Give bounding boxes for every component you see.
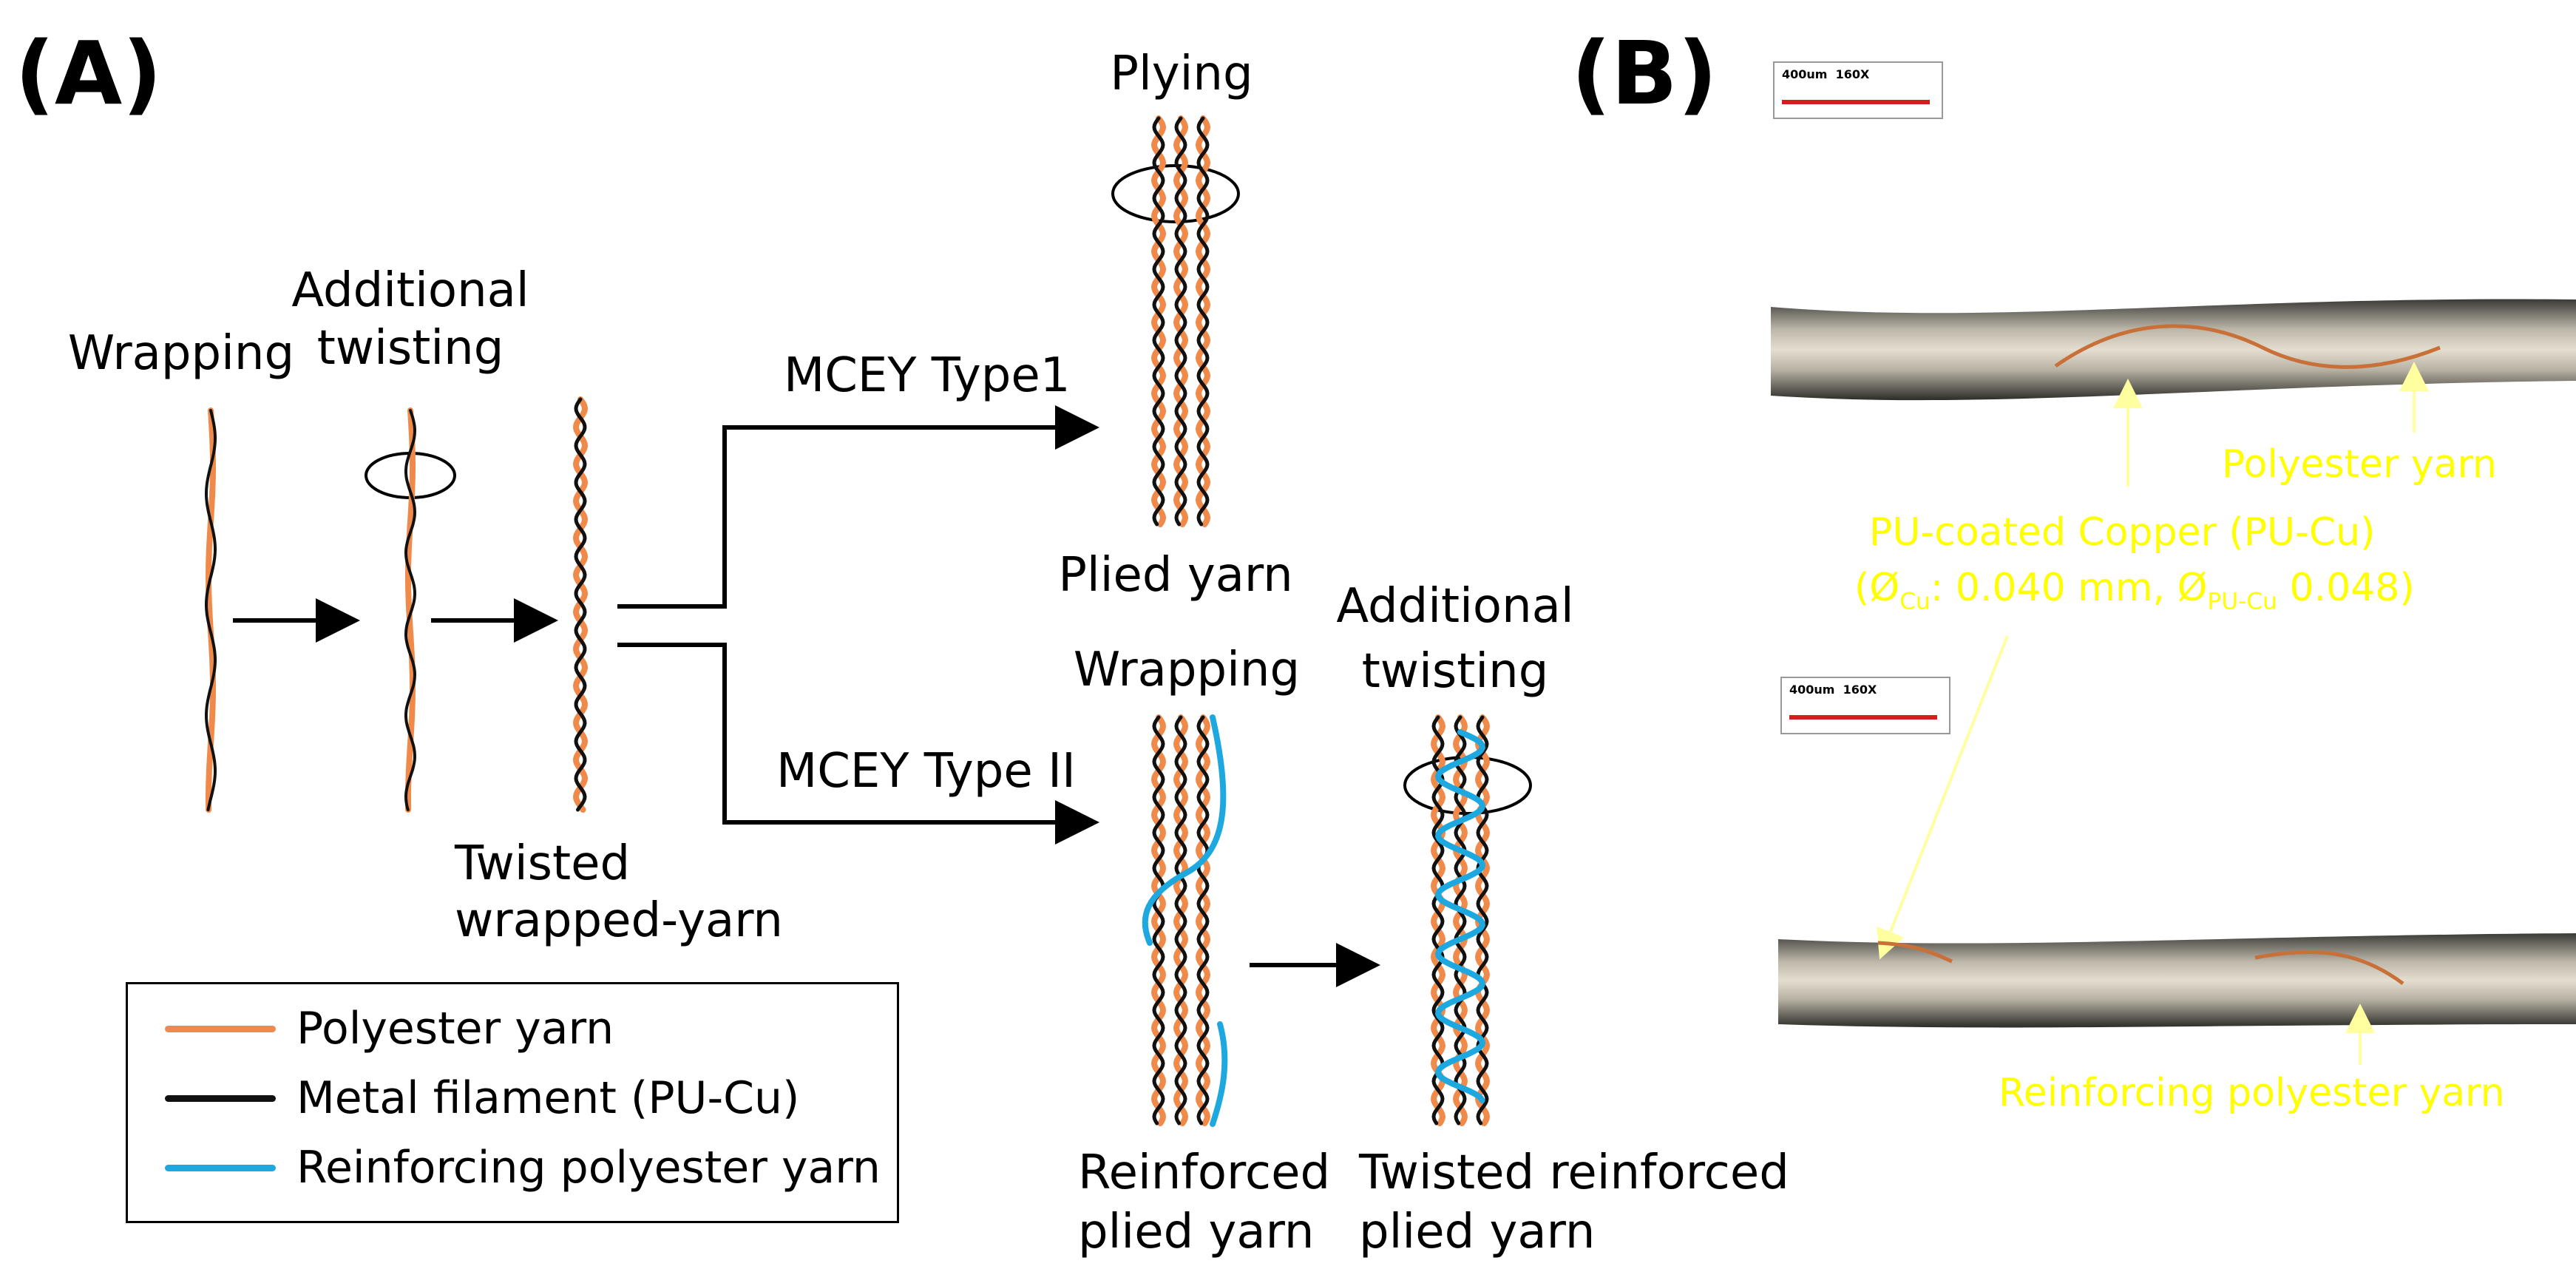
reinforcing-yarn-straight [1142,714,1228,1127]
label-twisted-reinforced-1: Twisted reinforced [1359,1145,1789,1200]
label-plied-yarn: Plied yarn [1058,548,1293,603]
reinforced-strand-1-metal [1174,715,1187,1126]
label-pu-coated-copper: PU-coated Copper (PU-Cu) [1869,510,2376,555]
photo2-title: MCEY Type II [2037,706,2308,757]
legend-swatch-metal [165,1094,276,1102]
legend-label: Metal filament (PU-Cu) [296,1072,800,1124]
label-reinforced-2: plied yarn [1078,1205,1315,1259]
label-twisted-1: Twisted [455,836,631,891]
legend-swatch-polyester [165,1025,276,1032]
label-twisted-reinforced-2: plied yarn [1359,1205,1596,1259]
label-twisted-2: wrapped-yarn [455,893,783,948]
rotation-arrow-icon [1403,756,1532,815]
label-wrapping-2: Wrapping [1073,643,1301,697]
scale-bar-text: 400um 160X [1782,67,1870,81]
legend-label: Polyester yarn [296,1003,614,1055]
rotation-icons [365,164,1532,815]
twisted-wrapped-yarn-polyester [572,396,589,813]
label-additional-2: twisting [316,321,504,376]
legend-label: Reinforcing polyester yarn [296,1142,881,1194]
legend-item-reinforcing: Reinforcing polyester yarn [165,1142,881,1194]
label-diameters: (ØCu: 0.040 mm, ØPU-Cu 0.048) [1854,566,2415,615]
branch-line-type2 [617,643,1099,845]
photo-type2 [1778,674,2576,1286]
wrapped-yarn-metal [205,409,217,811]
plied-strand-2-metal [1196,116,1210,527]
twisting-yarn-metal [404,409,417,811]
yarn-illustrations [205,115,1491,1127]
twisting-yarn-polyester [405,407,416,813]
scale-bar-1: 400um 160X [1773,61,1943,119]
label-additional-2b: twisting [1361,644,1549,699]
label-wrapping: Wrapping [67,326,295,381]
scale-bar-line [1789,715,1937,720]
twisted-reinforced-strand-0-metal [1431,715,1445,1126]
photo-type1 [1771,59,2576,643]
twisted-wrapped-yarn-metal [574,397,587,812]
legend-item-metal: Metal filament (PU-Cu) [165,1072,800,1124]
scale-bar-line [1782,100,1930,104]
label-reinforced-1: Reinforced [1078,1145,1331,1200]
panel-b-letter: (B) [1571,22,1718,124]
label-plying: Plying [1110,47,1253,101]
legend-item-polyester: Polyester yarn [165,1003,614,1055]
reinforced-strand-0-metal [1152,715,1165,1126]
process-arrows [233,405,1380,987]
label-additional-2a: Additional [1336,579,1574,634]
reinforcing-yarn-helix [1434,729,1486,1103]
legend-swatch-reinforcing [165,1164,276,1171]
twisted-reinforced-strand-2-metal [1476,715,1489,1126]
photo1-title: MCEY Type1 [2030,85,2290,135]
scale-bar-2: 400um 160X [1780,677,1950,734]
label-mcey-type2: MCEY Type II [776,744,1076,799]
legend: Polyester yarn Metal filament (PU-Cu) Re… [126,982,899,1223]
plied-strand-0-metal [1152,116,1165,527]
scale-bar-text: 400um 160X [1789,683,1877,697]
label-mcey-type1: MCEY Type1 [784,348,1071,403]
branch-line-type1 [617,405,1099,609]
label-reinforcing-polyester-yarn: Reinforcing polyester yarn [1999,1071,2505,1115]
label-additional-1: Additional [291,263,529,318]
label-polyester-yarn: Polyester yarn [2222,442,2497,487]
reinforced-strand-2-metal [1196,715,1210,1126]
panel-a-letter: (A) [15,22,163,124]
plied-strand-1-metal [1174,116,1187,527]
